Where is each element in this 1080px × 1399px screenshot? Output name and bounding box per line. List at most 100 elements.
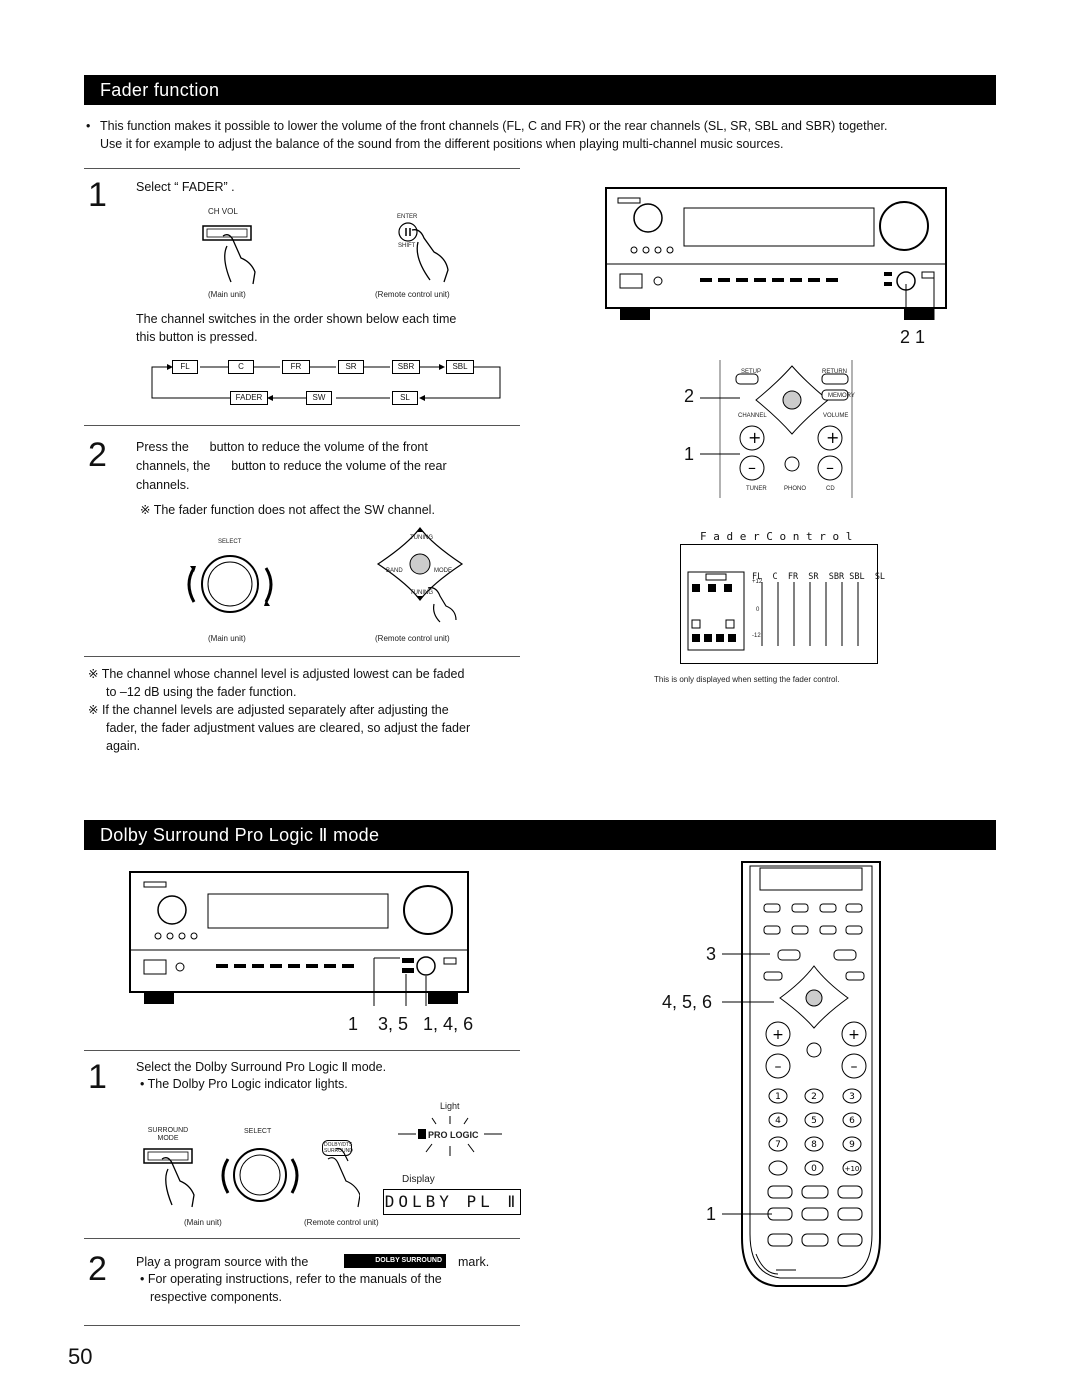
callout-1: 1 xyxy=(684,444,695,464)
svg-text:–: – xyxy=(826,458,834,477)
channel-label: CHANNEL xyxy=(738,413,767,419)
bullet: • xyxy=(86,119,91,133)
svg-text:5: 5 xyxy=(811,1116,817,1126)
channel-fader: FADER xyxy=(230,391,268,405)
return-label: RETURN xyxy=(822,369,847,375)
fader-display-graphic xyxy=(687,571,859,651)
divider xyxy=(84,656,520,657)
channel-fr: FR xyxy=(282,360,310,374)
main-unit-caption: (Main unit) xyxy=(208,290,246,299)
fader-display-frame xyxy=(680,544,878,664)
svg-text:0: 0 xyxy=(811,1164,817,1174)
channel-sl: SL xyxy=(392,391,418,405)
channel-sr: SR xyxy=(338,360,364,374)
display-caption: This is only displayed when setting the … xyxy=(654,675,840,684)
svg-text:7: 7 xyxy=(775,1140,781,1150)
tuning-label: TUNING xyxy=(410,590,433,596)
remote-partial-illustration: + + – – xyxy=(700,360,853,498)
step2-line1: Press the button to reduce the volume of… xyxy=(136,440,428,454)
channel-fl: FL xyxy=(172,360,198,374)
svg-text:8: 8 xyxy=(811,1140,817,1150)
step2-bullet-b: respective components. xyxy=(150,1290,283,1304)
callout-main: 1 3, 5 1, 4, 6 xyxy=(348,1014,474,1034)
note-2a: ※ The channel whose channel level is adj… xyxy=(88,667,465,681)
note-3c: again. xyxy=(106,739,141,753)
channel-sbr: SBR xyxy=(392,360,420,374)
setup-label: SETUP xyxy=(741,369,762,375)
receiver-front-panel xyxy=(129,871,469,1006)
channel-sbl: SBL xyxy=(446,360,474,374)
remote-caption: (Remote control unit) xyxy=(375,290,450,299)
order-text-1: The channel switches in the order shown … xyxy=(136,312,457,326)
phono-label: PHONO xyxy=(784,486,807,492)
ch-vol-button-illustration xyxy=(202,225,256,285)
order-text-2: this button is pressed. xyxy=(136,330,258,344)
dolby-surround-logo: DOLBY SURROUND xyxy=(344,1254,446,1268)
band-label: BAND xyxy=(386,568,403,574)
display-label: Display xyxy=(402,1174,435,1185)
select-knob-illustration xyxy=(187,555,273,613)
step2-text-a: Play a program source with the xyxy=(136,1255,309,1269)
section-header-dolby: Dolby Surround Pro Logic Ⅱ mode xyxy=(84,820,996,850)
page-number: 50 xyxy=(68,1344,93,1369)
divider xyxy=(84,168,520,169)
select-label: SELECT xyxy=(244,1128,272,1135)
callout-1: 1 xyxy=(706,1204,717,1224)
divider xyxy=(84,1050,520,1051)
divider xyxy=(84,1238,520,1239)
fader-display-title: F a d e r C o n t r o l xyxy=(700,530,853,543)
step2-bullet-a: • For operating instructions, refer to t… xyxy=(140,1272,442,1286)
svg-text:6: 6 xyxy=(849,1116,855,1126)
channel-order-arrows xyxy=(151,358,501,408)
svg-text:+: + xyxy=(748,428,761,447)
pro-logic-indicator-rays xyxy=(398,1116,502,1156)
svg-text:+: + xyxy=(826,428,839,447)
display-readout: DOLBY PL Ⅱ xyxy=(383,1189,521,1215)
channel-c: C xyxy=(228,360,254,374)
step-number: 1 xyxy=(88,1058,107,1096)
note-2b: to –12 dB using the fader function. xyxy=(106,685,297,699)
svg-text:+10: +10 xyxy=(845,1165,860,1173)
svg-text:2: 2 xyxy=(811,1092,817,1102)
step-number: 2 xyxy=(88,436,107,474)
pro-logic-indicator: PRO LOGIC xyxy=(428,1130,479,1140)
zero-label: 0 xyxy=(756,607,760,613)
dolby-dts-button: DOLBY/DTS SURROUND xyxy=(322,1140,353,1156)
step-number: 1 xyxy=(88,176,107,214)
step-number: 2 xyxy=(88,1250,107,1288)
main-unit-caption: (Main unit) xyxy=(208,634,246,643)
callout-2-1: 2 1 xyxy=(900,327,926,347)
enter-label: ENTER xyxy=(397,214,418,220)
remote-callout-lines xyxy=(722,953,774,1215)
intro-line-2: Use it for example to adjust the balance… xyxy=(100,137,784,151)
divider xyxy=(84,425,520,426)
shift-label: SHIFT xyxy=(398,243,416,249)
svg-text:4: 4 xyxy=(775,1116,781,1126)
svg-text:+: + xyxy=(772,1027,784,1043)
cursor-pad-illustration xyxy=(376,527,464,623)
step2-line3: channels. xyxy=(136,478,190,492)
volume-label: VOLUME xyxy=(823,413,849,419)
memory-label: MEMORY xyxy=(828,393,855,399)
step2-line2: channels, the button to reduce the volum… xyxy=(136,459,447,473)
step2-text-b: mark. xyxy=(458,1255,490,1269)
section-title: Dolby Surround Pro Logic Ⅱ mode xyxy=(100,825,380,845)
remote-caption: (Remote control unit) xyxy=(375,634,450,643)
callout-3: 3 xyxy=(706,944,717,964)
svg-text:–: – xyxy=(851,1059,858,1075)
svg-text:+: + xyxy=(848,1027,860,1043)
svg-text:–: – xyxy=(775,1059,782,1075)
fader-display-channels: FL C FR SR SBR SBL SL xyxy=(752,572,886,582)
surround-mode-label: SURROUND MODE xyxy=(147,1127,189,1142)
ch-vol-label: CH VOL xyxy=(208,207,238,216)
step1-bullet: • The Dolby Pro Logic indicator lights. xyxy=(140,1077,348,1091)
enter-button-illustration xyxy=(398,222,449,283)
plus12-label: +12 xyxy=(752,579,763,585)
callout-2: 2 xyxy=(684,386,695,406)
tuner-label: TUNER xyxy=(746,486,767,492)
light-label: Light xyxy=(440,1101,460,1111)
section-title: Fader function xyxy=(100,80,220,100)
svg-text:1: 1 xyxy=(775,1092,781,1102)
receiver-front-panel xyxy=(605,187,947,320)
